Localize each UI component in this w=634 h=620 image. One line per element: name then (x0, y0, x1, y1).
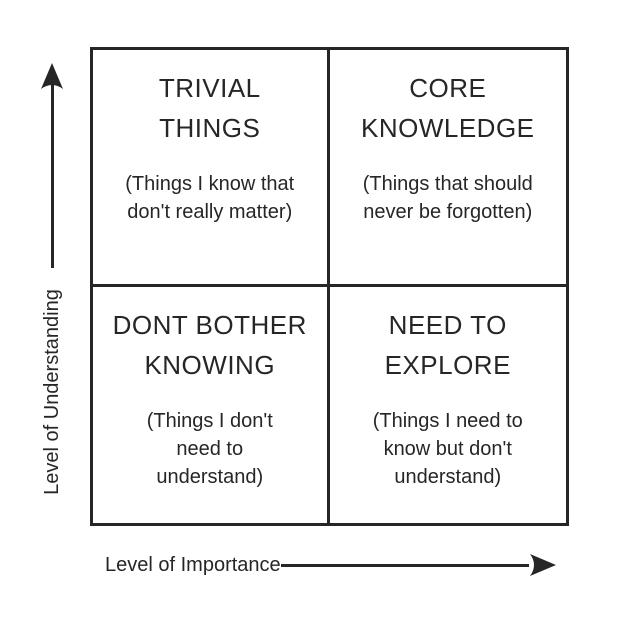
quadrant-title: NEED TO EXPLORE (384, 309, 511, 380)
y-axis-label: Level of Understanding (41, 289, 63, 495)
quadrant-dont-bother-knowing: DONT BOTHER KNOWING (Things I don't need… (93, 286, 330, 523)
up-arrow-icon (41, 63, 63, 89)
quadrant-subtitle: (Things that should never be forgotten) (362, 173, 533, 223)
quadrant-need-to-explore: NEED TO EXPLORE (Things I need to know b… (330, 287, 567, 524)
quadrant-core-knowledge: CORE KNOWLEDGE (Things that should never… (329, 50, 566, 287)
quadrant-grid: TRIVIAL THINGS (Things I know that don't… (90, 47, 569, 526)
x-axis: Level of Importance (105, 552, 557, 578)
quadrant-trivial-things: TRIVIAL THINGS (Things I know that don't… (93, 50, 330, 287)
quadrant-title: CORE KNOWLEDGE (360, 73, 535, 143)
x-axis-line (280, 563, 529, 567)
quadrant-title: TRIVIAL THINGS (158, 73, 261, 143)
quadrant-subtitle: (Things I don't need to understand) (146, 409, 273, 488)
quadrant-title: DONT BOTHER KNOWING (112, 309, 307, 380)
x-axis-label: Level of Importance (105, 553, 281, 576)
right-arrow-icon (530, 554, 556, 576)
quadrant-subtitle: (Things I need to know but don't underst… (372, 409, 523, 488)
quadrant-subtitle: (Things I know that don't really matter) (125, 173, 295, 223)
y-axis-line (51, 85, 54, 268)
